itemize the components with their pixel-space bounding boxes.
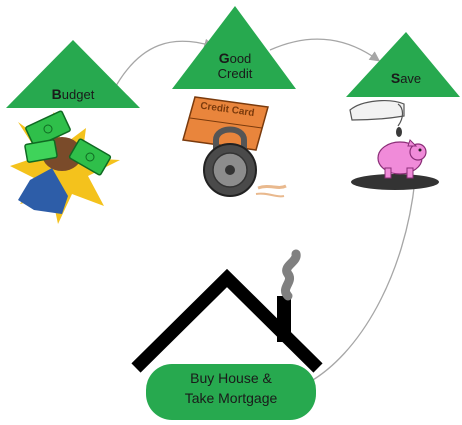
credit-card-lock-icon: Credit Card bbox=[182, 96, 287, 198]
arrow-budget-to-credit bbox=[111, 38, 215, 94]
save-label: Save bbox=[390, 70, 422, 86]
house-icon bbox=[131, 249, 323, 373]
goal-label: Buy House & Take Mortgage bbox=[146, 368, 316, 409]
goal-box bbox=[146, 364, 316, 420]
save-triangle bbox=[346, 32, 460, 97]
goal-line-1: Buy House & bbox=[190, 370, 272, 386]
goal-line-2: Take Mortgage bbox=[184, 390, 278, 407]
budget-triangle bbox=[6, 40, 140, 108]
arrow-credit-to-save bbox=[269, 38, 381, 62]
arrow-save-to-house bbox=[303, 179, 416, 386]
money-fist-icon bbox=[10, 110, 120, 224]
good-credit-label: Good Credit bbox=[217, 50, 253, 81]
good-credit-triangle bbox=[172, 6, 296, 89]
budget-label: Budget bbox=[51, 86, 95, 102]
piggy-bank-icon bbox=[349, 100, 439, 190]
